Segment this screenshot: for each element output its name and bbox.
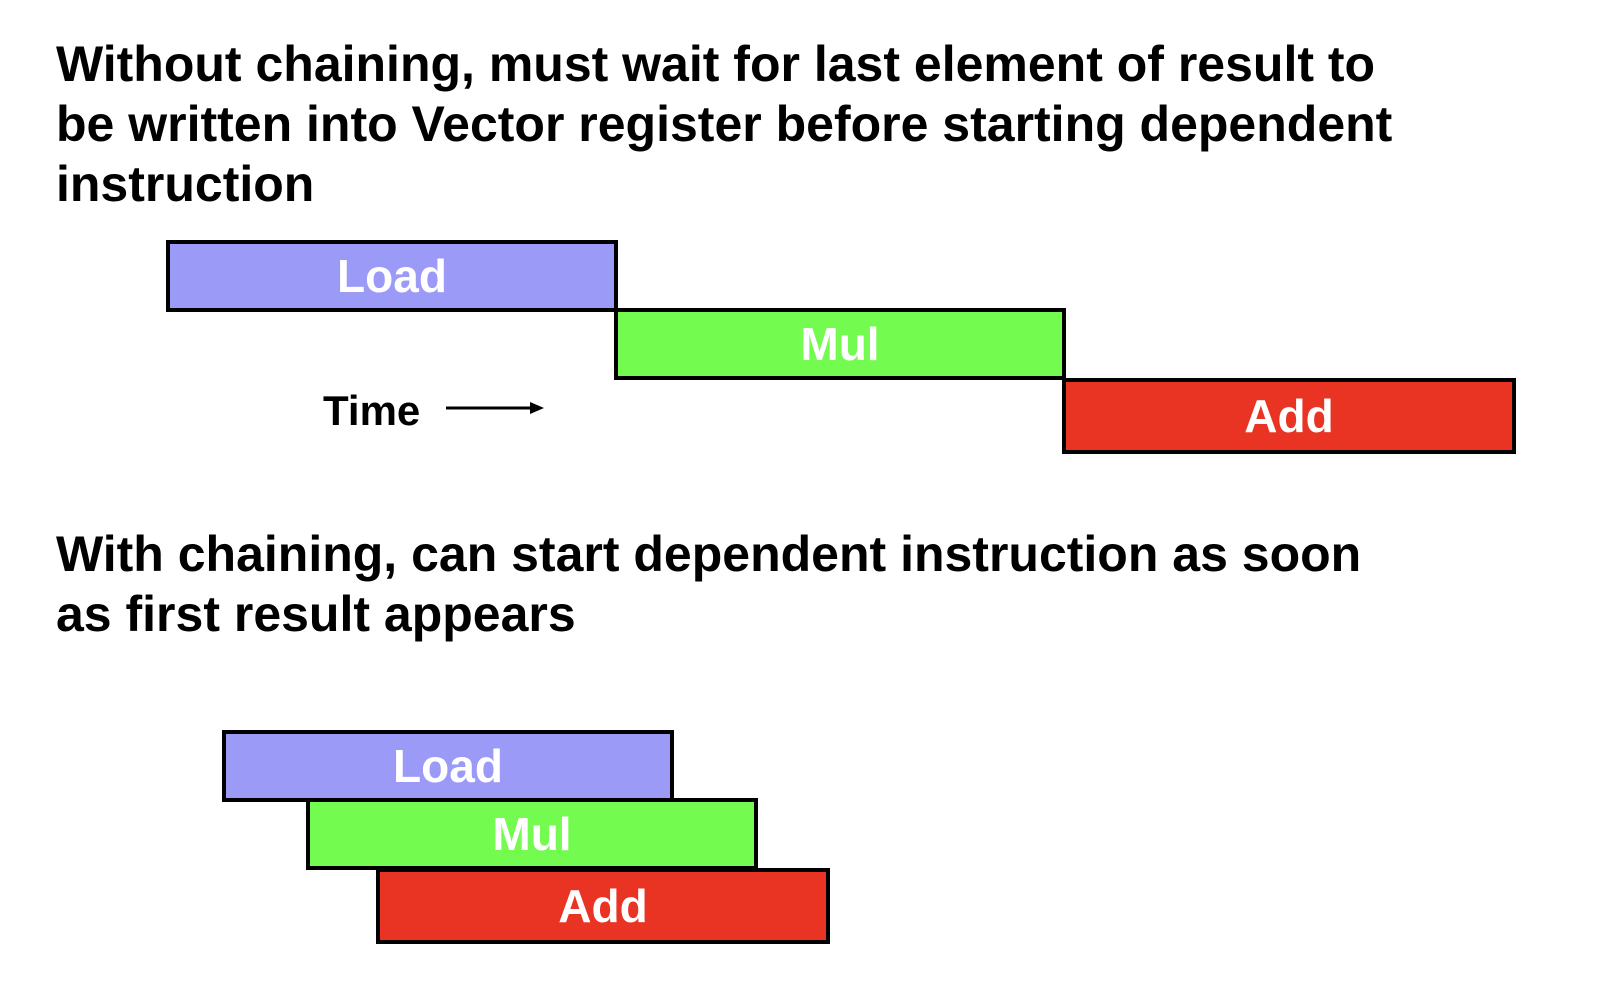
add-bar-label: Add xyxy=(558,880,648,932)
mul-bar-sequential: Mul xyxy=(614,308,1066,380)
mul-bar-label: Mul xyxy=(492,808,572,860)
heading-line: instruction xyxy=(56,156,315,212)
load-bar-label: Load xyxy=(337,250,447,302)
heading-line: Without chaining, must wait for last ele… xyxy=(56,36,1376,92)
load-bar-chained: Load xyxy=(222,730,674,802)
heading-without-chaining: Without chaining, must wait for last ele… xyxy=(56,34,1392,214)
heading-line: With chaining, can start dependent instr… xyxy=(56,526,1362,582)
load-bar-sequential: Load xyxy=(166,240,618,312)
add-bar-label: Add xyxy=(1244,390,1334,442)
mul-bar-chained: Mul xyxy=(306,798,758,870)
time-axis-label: Time xyxy=(323,387,421,434)
load-bar-label: Load xyxy=(393,740,503,792)
heading-with-chaining: With chaining, can start dependent instr… xyxy=(56,524,1361,644)
mul-bar-label: Mul xyxy=(800,318,880,370)
add-bar-chained: Add xyxy=(376,868,830,944)
heading-line: as first result appears xyxy=(56,586,576,642)
add-bar-sequential: Add xyxy=(1062,378,1516,454)
heading-line: be written into Vector register before s… xyxy=(56,96,1393,152)
time-arrow-icon xyxy=(446,402,544,414)
